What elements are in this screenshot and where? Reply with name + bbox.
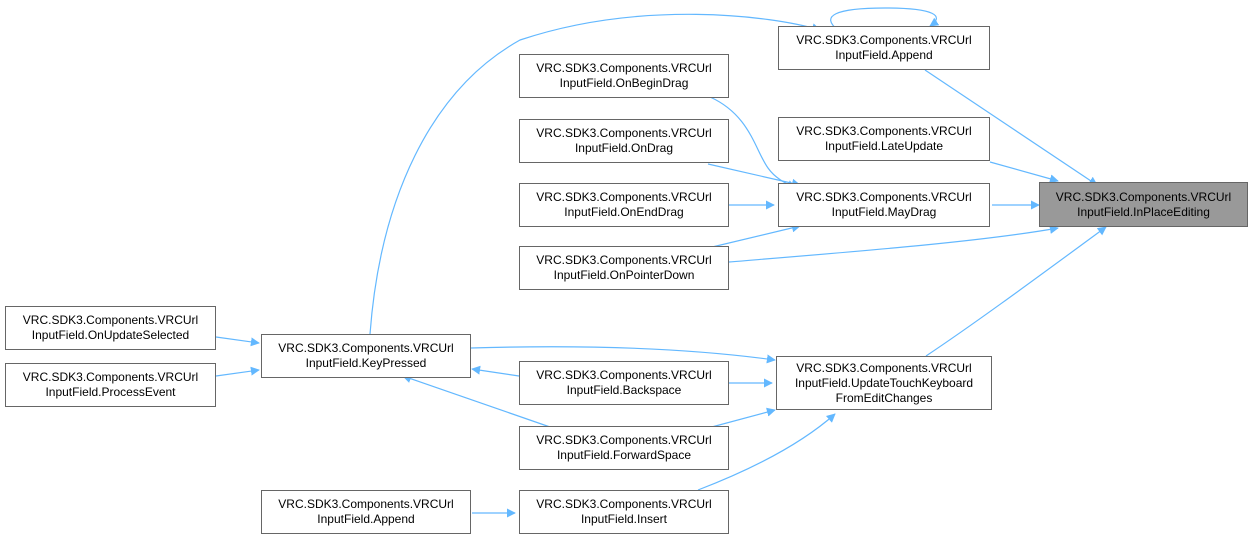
node-onbegindrag-line1: VRC.SDK3.Components.VRCUrl xyxy=(536,61,712,75)
edge-lateupdate-to-inplaceediting xyxy=(989,161,1059,184)
node-insert-line2: InputField.Insert xyxy=(580,512,668,526)
node-updatetouchkeyboard-line2: InputField.UpdateTouchKeyboard xyxy=(794,375,974,390)
node-append-bottom-line1: VRC.SDK3.Components.VRCUrl xyxy=(278,497,454,511)
node-backspace-line2: InputField.Backspace xyxy=(566,383,682,397)
node-onupdateselected-line2: InputField.OnUpdateSelected xyxy=(31,328,190,342)
node-processevent[interactable]: VRC.SDK3.Components.VRCUrl InputField.Pr… xyxy=(5,363,216,407)
edge-onpointerdown-to-inplaceediting xyxy=(728,225,1059,263)
edge-keypressed-to-updatetouch xyxy=(470,346,776,364)
node-insert[interactable]: VRC.SDK3.Components.VRCUrl InputField.In… xyxy=(519,490,729,534)
node-backspace[interactable]: VRC.SDK3.Components.VRCUrl InputField.Ba… xyxy=(519,361,729,405)
node-onpointerdown-line1: VRC.SDK3.Components.VRCUrl xyxy=(536,253,712,267)
node-inplaceediting: VRC.SDK3.Components.VRCUrl InputField.In… xyxy=(1039,182,1248,227)
node-append-top-line2: InputField.Append xyxy=(835,48,933,62)
node-maydrag[interactable]: VRC.SDK3.Components.VRCUrl InputField.Ma… xyxy=(778,183,990,227)
node-forwardspace-line2: InputField.ForwardSpace xyxy=(556,448,692,462)
node-onenddrag-line2: InputField.OnEndDrag xyxy=(564,205,684,219)
edge-insert-to-updatetouch xyxy=(697,413,836,491)
node-ondrag[interactable]: VRC.SDK3.Components.VRCUrl InputField.On… xyxy=(519,119,729,163)
node-append-top-line1: VRC.SDK3.Components.VRCUrl xyxy=(796,33,972,47)
node-maydrag-line1: VRC.SDK3.Components.VRCUrl xyxy=(796,190,972,204)
node-onenddrag[interactable]: VRC.SDK3.Components.VRCUrl InputField.On… xyxy=(519,183,729,227)
node-forwardspace-line1: VRC.SDK3.Components.VRCUrl xyxy=(536,433,712,447)
edge-append-self-loop xyxy=(830,7,940,31)
node-maydrag-line2: InputField.MayDrag xyxy=(831,205,937,219)
node-processevent-line1: VRC.SDK3.Components.VRCUrl xyxy=(22,370,199,384)
node-inplaceediting-line2: InputField.InPlaceEditing xyxy=(1077,204,1210,219)
edge-forwardspace-to-keypressed xyxy=(402,374,551,428)
node-lateupdate[interactable]: VRC.SDK3.Components.VRCUrl InputField.La… xyxy=(778,117,990,161)
edge-forwardspace-to-updatetouch xyxy=(707,407,776,429)
node-inplaceediting-line1: VRC.SDK3.Components.VRCUrl xyxy=(1055,189,1232,204)
edge-onpointerdown-to-maydrag xyxy=(707,223,801,249)
node-keypressed-line1: VRC.SDK3.Components.VRCUrl xyxy=(278,341,454,355)
node-updatetouchkeyboard-line1: VRC.SDK3.Components.VRCUrl xyxy=(796,360,972,375)
node-onbegindrag-line2: InputField.OnBeginDrag xyxy=(559,76,689,90)
node-ondrag-line2: InputField.OnDrag xyxy=(574,141,674,155)
node-onpointerdown-line2: InputField.OnPointerDown xyxy=(553,268,695,282)
node-append-top[interactable]: VRC.SDK3.Components.VRCUrl InputField.Ap… xyxy=(778,26,990,70)
node-onbegindrag[interactable]: VRC.SDK3.Components.VRCUrl InputField.On… xyxy=(519,54,729,98)
node-processevent-line2: InputField.ProcessEvent xyxy=(45,385,176,399)
node-insert-line1: VRC.SDK3.Components.VRCUrl xyxy=(536,497,712,511)
node-updatetouchkeyboard-line3: FromEditChanges xyxy=(835,390,933,405)
node-forwardspace[interactable]: VRC.SDK3.Components.VRCUrl InputField.Fo… xyxy=(519,426,729,470)
node-onupdateselected[interactable]: VRC.SDK3.Components.VRCUrl InputField.On… xyxy=(5,306,216,350)
edge-processevent-to-keypressed xyxy=(215,366,260,377)
edge-backspace-to-keypressed xyxy=(471,365,520,377)
node-append-bottom-line2: InputField.Append xyxy=(317,512,415,526)
node-keypressed[interactable]: VRC.SDK3.Components.VRCUrl InputField.Ke… xyxy=(261,334,471,378)
node-updatetouchkeyboard[interactable]: VRC.SDK3.Components.VRCUrl InputField.Up… xyxy=(776,356,992,410)
edge-append-to-inplaceediting xyxy=(924,69,1098,186)
node-onenddrag-line1: VRC.SDK3.Components.VRCUrl xyxy=(536,190,712,204)
edge-ondrag-to-maydrag xyxy=(707,163,801,188)
node-append-bottom[interactable]: VRC.SDK3.Components.VRCUrl InputField.Ap… xyxy=(261,490,471,534)
edge-keypressed-to-append xyxy=(369,13,821,335)
edge-onbegindrag-to-maydrag xyxy=(709,96,796,189)
node-lateupdate-line1: VRC.SDK3.Components.VRCUrl xyxy=(796,124,972,138)
node-lateupdate-line2: InputField.LateUpdate xyxy=(824,139,944,153)
node-keypressed-line2: InputField.KeyPressed xyxy=(305,356,427,370)
node-ondrag-line1: VRC.SDK3.Components.VRCUrl xyxy=(536,126,712,140)
node-onupdateselected-line1: VRC.SDK3.Components.VRCUrl xyxy=(22,313,199,327)
edge-onupdateselected-to-keypressed xyxy=(215,336,260,347)
edge-updatetouch-to-inplaceediting xyxy=(925,226,1107,357)
node-onpointerdown[interactable]: VRC.SDK3.Components.VRCUrl InputField.On… xyxy=(519,246,729,290)
node-backspace-line1: VRC.SDK3.Components.VRCUrl xyxy=(536,368,712,382)
